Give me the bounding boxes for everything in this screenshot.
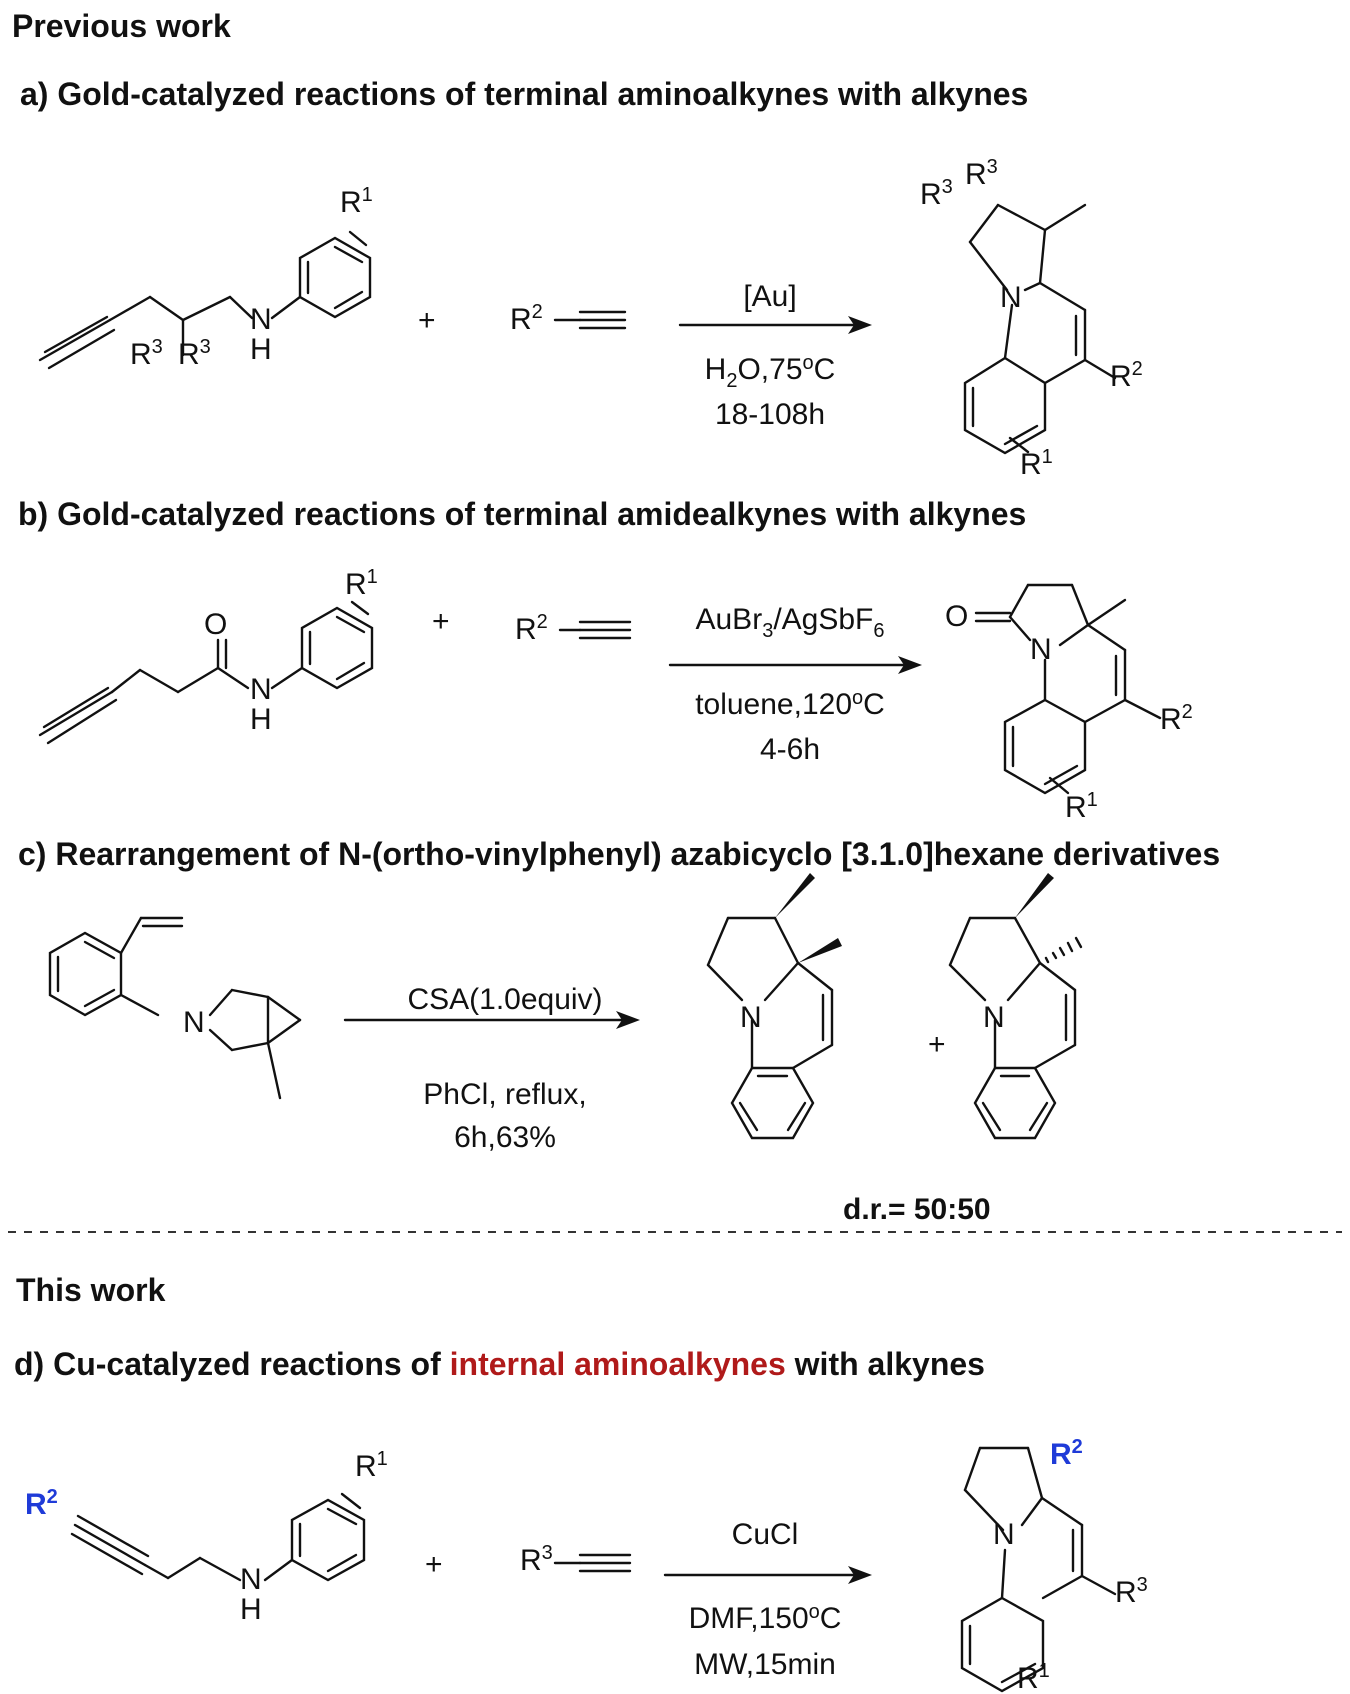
- a-r3-label-2: R3: [178, 336, 211, 371]
- a-h-atom: H: [250, 333, 272, 366]
- c-reactant-structure: [48, 916, 302, 1100]
- a-alkyne-structure: [553, 310, 627, 330]
- b-product-n-atom: N: [1030, 633, 1052, 666]
- a-r3-label-1: R3: [130, 336, 163, 371]
- a-reactant-structure: [38, 230, 372, 370]
- d-conditions-temp: DMF,150oC: [688, 1601, 842, 1635]
- a-product-r2-label: R2: [1110, 358, 1143, 393]
- a-conditions-temp: H2O,75oC: [704, 352, 836, 392]
- a-product-r3-label-2: R3: [965, 156, 998, 191]
- c-product1-structure: [706, 873, 842, 1140]
- c-reagent: CSA(1.0equiv): [407, 983, 603, 1016]
- a-arrow[interactable]: [678, 316, 872, 334]
- d-arrow[interactable]: [663, 1566, 872, 1584]
- c-conditions-solvent: PhCl, reflux,: [423, 1078, 587, 1111]
- d-product-n-atom: N: [993, 1518, 1015, 1551]
- d-r3-label: R3: [520, 1542, 553, 1577]
- d-alkyne-structure: [553, 1553, 632, 1573]
- c-product2-n-atom: N: [983, 1001, 1005, 1034]
- a-r2-label: R2: [510, 301, 543, 336]
- c-conditions-time-yield: 6h,63%: [454, 1121, 556, 1154]
- d-r1-label: R1: [355, 1448, 388, 1483]
- d-product-r2-label: R2: [1050, 1436, 1083, 1471]
- b-r1-label: R1: [345, 566, 378, 601]
- b-product-r1-label: R1: [1065, 789, 1098, 824]
- c-product1-n-atom: N: [740, 1001, 762, 1034]
- b-n-atom: N: [250, 673, 272, 706]
- c-plus-sign: +: [928, 1028, 946, 1061]
- b-product-o-atom: O: [945, 600, 969, 633]
- a-plus-sign: +: [418, 304, 436, 337]
- a-catalyst: [Au]: [743, 280, 797, 313]
- b-h-atom: H: [250, 703, 272, 736]
- b-conditions-temp: toluene,120oC: [695, 687, 885, 721]
- d-r2-label: R2: [25, 1486, 58, 1521]
- c-arrow[interactable]: [343, 1011, 640, 1029]
- b-o-atom: O: [204, 608, 228, 641]
- b-plus-sign: +: [432, 605, 450, 638]
- d-h-atom: H: [240, 1593, 262, 1626]
- d-product-structure: [960, 1446, 1117, 1693]
- a-title: a) Gold-catalyzed reactions of terminal …: [20, 76, 1029, 112]
- d-catalyst: CuCl: [731, 1518, 799, 1551]
- a-r1-label: R1: [340, 184, 373, 219]
- d-plus-sign: +: [425, 1548, 443, 1581]
- a-n-atom: N: [250, 303, 272, 336]
- b-conditions-time: 4-6h: [759, 733, 821, 766]
- c-n-atom: N: [183, 1006, 205, 1039]
- c-title: c) Rearrangement of N-(ortho-vinylphenyl…: [18, 836, 1221, 872]
- b-alkyne-structure: [558, 620, 632, 640]
- d-title: d) Cu-catalyzed reactions of internal am…: [14, 1346, 985, 1382]
- a-product-r1-label: R1: [1020, 446, 1053, 481]
- b-r2-label: R2: [515, 611, 548, 646]
- b-product-structure: [974, 583, 1162, 795]
- b-reactant-structure: [38, 600, 374, 745]
- this-work-heading: This work: [16, 1272, 166, 1308]
- b-arrow[interactable]: [668, 656, 922, 674]
- d-reactant-structure: [70, 1492, 366, 1582]
- a-product-structure: [963, 203, 1117, 455]
- c-product2-structure: [948, 873, 1083, 1140]
- d-product-r1-label: R1: [1017, 1660, 1050, 1694]
- d-conditions-time: MW,15min: [694, 1648, 836, 1681]
- d-n-atom: N: [240, 1563, 262, 1596]
- c-diastereomer-ratio: d.r.= 50:50: [843, 1193, 991, 1226]
- a-conditions-time: 18-108h: [714, 398, 826, 431]
- a-product-r3-label-1: R3: [920, 176, 953, 211]
- b-title: b) Gold-catalyzed reactions of terminal …: [18, 496, 1027, 532]
- a-product-n-atom: N: [1000, 281, 1022, 314]
- d-title-highlight: internal aminoalkynes: [449, 1346, 786, 1382]
- previous-work-heading: Previous work: [12, 8, 231, 44]
- d-product-r3-label: R3: [1115, 1574, 1148, 1609]
- b-catalyst: AuBr3/AgSbF6: [695, 603, 885, 642]
- b-product-r2-label: R2: [1160, 701, 1193, 736]
